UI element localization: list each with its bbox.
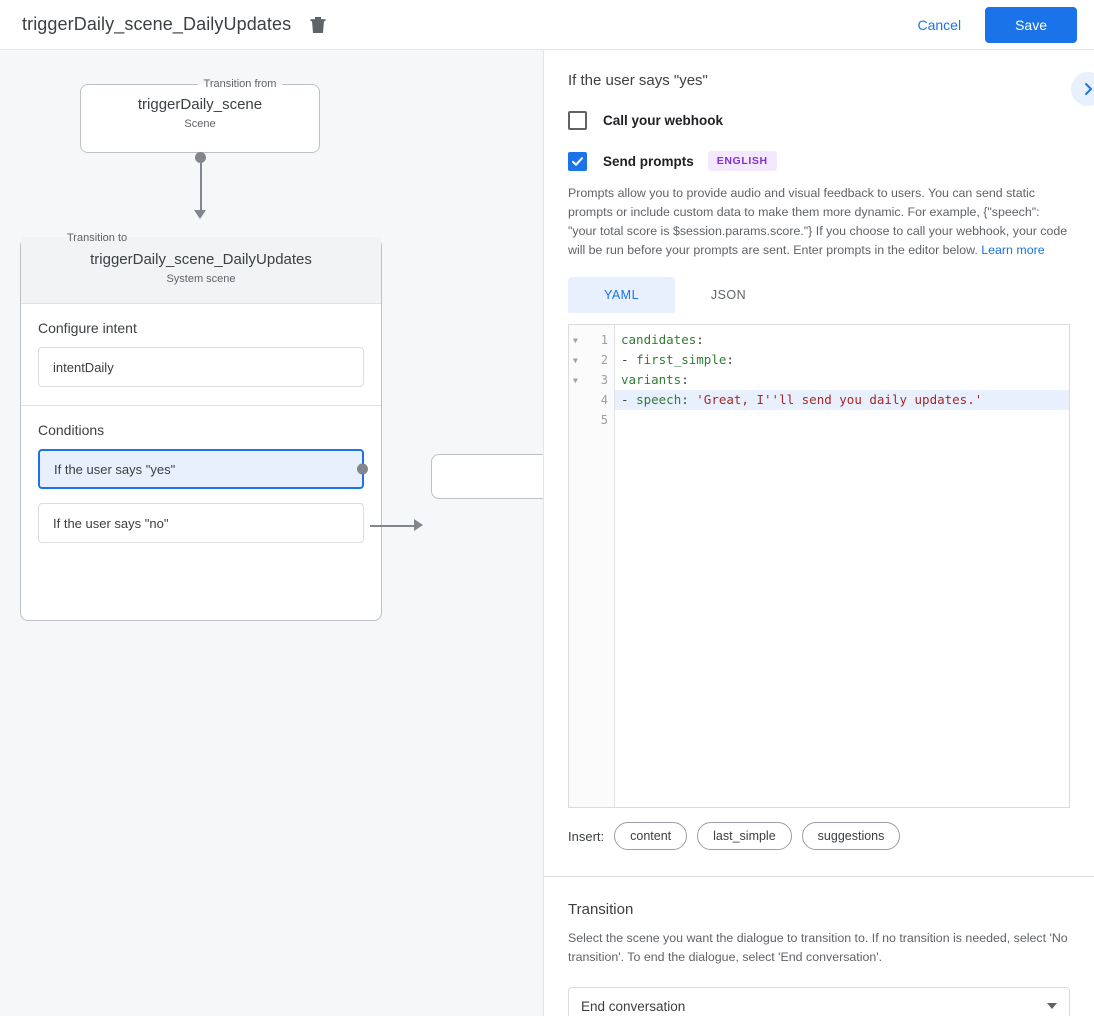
transition-to-title: triggerDaily_scene_DailyUpdates [90, 251, 312, 268]
insert-chip-last-simple[interactable]: last_simple [697, 822, 792, 851]
condition-details-panel: If the user says "yes" Call your webhook… [543, 50, 1094, 1016]
editor-gutter-row: ▼1 [569, 330, 614, 350]
transition-title: Transition [568, 901, 634, 919]
tab-yaml[interactable]: YAML [568, 277, 675, 314]
editor-line-number: 1 [600, 333, 608, 348]
transition-to-subtitle: System scene [166, 273, 236, 285]
editor-code-line[interactable]: candidates: [615, 330, 1069, 350]
transition-to-header: triggerDaily_scene_DailyUpdates System s… [21, 237, 381, 303]
editor-gutter-row: 4 [569, 390, 614, 410]
condition-item-label: If the user says "no" [53, 515, 169, 531]
transition-from-subtitle: Scene [184, 118, 216, 130]
editor-format-tabs: YAML JSON [568, 277, 1070, 314]
editor-gutter-row: ▼2 [569, 350, 614, 370]
code-token: : [681, 392, 697, 408]
transition-select[interactable]: End conversation [568, 987, 1070, 1016]
intent-field[interactable]: intentDaily [38, 347, 364, 387]
chevron-down-icon [1047, 1003, 1057, 1010]
send-prompts-checkbox[interactable] [568, 151, 587, 171]
editor-line-number: 2 [600, 353, 608, 368]
connector-line-horizontal [370, 524, 416, 527]
editor-code-line[interactable]: - first_simple: [615, 350, 1069, 370]
scene-graph-canvas[interactable]: Transition from triggerDaily_scene Scene… [0, 50, 543, 1016]
code-token: first_simple [636, 352, 727, 368]
delete-button[interactable] [305, 12, 331, 38]
expand-panel-button[interactable] [1071, 72, 1094, 106]
connector-arrow-down-icon [194, 210, 206, 219]
fold-triangle-icon[interactable]: ▼ [573, 375, 578, 385]
conditions-section: Conditions If the user says "yes" If the… [21, 406, 381, 575]
insert-chips-row: Insert: content last_simple suggestions [568, 822, 1070, 851]
code-token: : [681, 372, 689, 388]
conditions-label: Conditions [38, 422, 105, 438]
connector-line-vertical [199, 157, 202, 215]
prompts-description-text: Prompts allow you to provide audio and v… [568, 186, 1068, 257]
transition-from-node[interactable]: Transition from triggerDaily_scene Scene [80, 78, 320, 153]
editor-code-area[interactable]: candidates: - first_simple: variants: - … [615, 325, 1069, 807]
fold-triangle-icon[interactable]: ▼ [573, 335, 578, 345]
editor-code-line[interactable]: - speech: 'Great, I''ll send you daily u… [615, 390, 1069, 411]
connector-arrow-right-icon [414, 519, 423, 531]
panel-section-divider [544, 876, 1094, 878]
check-icon [572, 156, 583, 166]
save-button[interactable]: Save [985, 6, 1077, 43]
transition-section: Transition Select the scene you want the… [544, 877, 1094, 1016]
page-title: triggerDaily_scene_DailyUpdates [22, 14, 292, 34]
editor-code-line[interactable] [615, 410, 1069, 430]
editor-line-number: 5 [600, 413, 608, 428]
condition-item-yes[interactable]: If the user says "yes" [38, 449, 368, 489]
transition-to-node[interactable]: Transition to triggerDaily_scene_DailyUp… [20, 232, 382, 621]
top-bar-actions: Cancel Save [901, 6, 1094, 43]
configure-intent-label: Configure intent [38, 320, 137, 336]
editor-line-number: 4 [600, 393, 608, 408]
language-badge: ENGLISH [707, 151, 777, 171]
insert-chip-content[interactable]: content [614, 822, 688, 851]
code-token: : [696, 332, 704, 348]
code-token: 'Great, I''ll send you daily updates.' [696, 392, 983, 408]
send-prompts-label: Send prompts [603, 153, 694, 169]
learn-more-link[interactable]: Learn more [981, 242, 1045, 257]
webhook-label: Call your webhook [603, 113, 724, 128]
code-token: speech [636, 392, 682, 408]
editor-code-line[interactable]: variants: [615, 370, 1069, 390]
transition-description: Select the scene you want the dialogue t… [568, 931, 1068, 965]
code-token: : [726, 352, 734, 368]
editor-gutter-row: ▼3 [569, 370, 614, 390]
code-token: - [621, 392, 637, 408]
webhook-checkbox[interactable] [568, 111, 587, 130]
divider [21, 405, 381, 406]
transition-select-value: End conversation [581, 998, 686, 1014]
condition-connector-dot [357, 463, 368, 475]
tab-json[interactable]: JSON [710, 288, 747, 303]
transition-from-title: triggerDaily_scene [137, 96, 263, 113]
divider [21, 303, 381, 304]
prompts-description: Prompts allow you to provide audio and v… [568, 184, 1070, 259]
condition-item-no[interactable]: If the user says "no" [38, 503, 364, 543]
send-prompts-checkbox-row[interactable]: Send prompts ENGLISH [568, 151, 1070, 171]
trash-icon [310, 16, 326, 33]
insert-label: Insert: [568, 828, 605, 844]
code-token: - [621, 352, 637, 368]
transition-target-node[interactable] [431, 454, 543, 499]
code-token: variants [621, 372, 682, 388]
webhook-checkbox-row[interactable]: Call your webhook [568, 111, 1070, 130]
transition-from-legend: Transition from [203, 78, 277, 90]
editor-line-number: 3 [600, 373, 608, 388]
insert-chip-suggestions[interactable]: suggestions [801, 822, 901, 851]
editor-gutter-row: 5 [569, 410, 614, 430]
code-token: candidates [621, 332, 697, 348]
fold-triangle-icon[interactable]: ▼ [573, 355, 578, 365]
panel-title: If the user says "yes" [568, 72, 708, 89]
cancel-button[interactable]: Cancel [901, 8, 977, 42]
top-app-bar: triggerDaily_scene_DailyUpdates Cancel S… [0, 0, 1094, 50]
transition-to-legend: Transition to [67, 232, 128, 244]
panel-body: If the user says "yes" Call your webhook… [544, 50, 1094, 851]
chevron-right-icon [1085, 83, 1092, 95]
configure-intent-section: Configure intent intentDaily [21, 304, 381, 405]
condition-item-label: If the user says "yes" [54, 461, 176, 477]
